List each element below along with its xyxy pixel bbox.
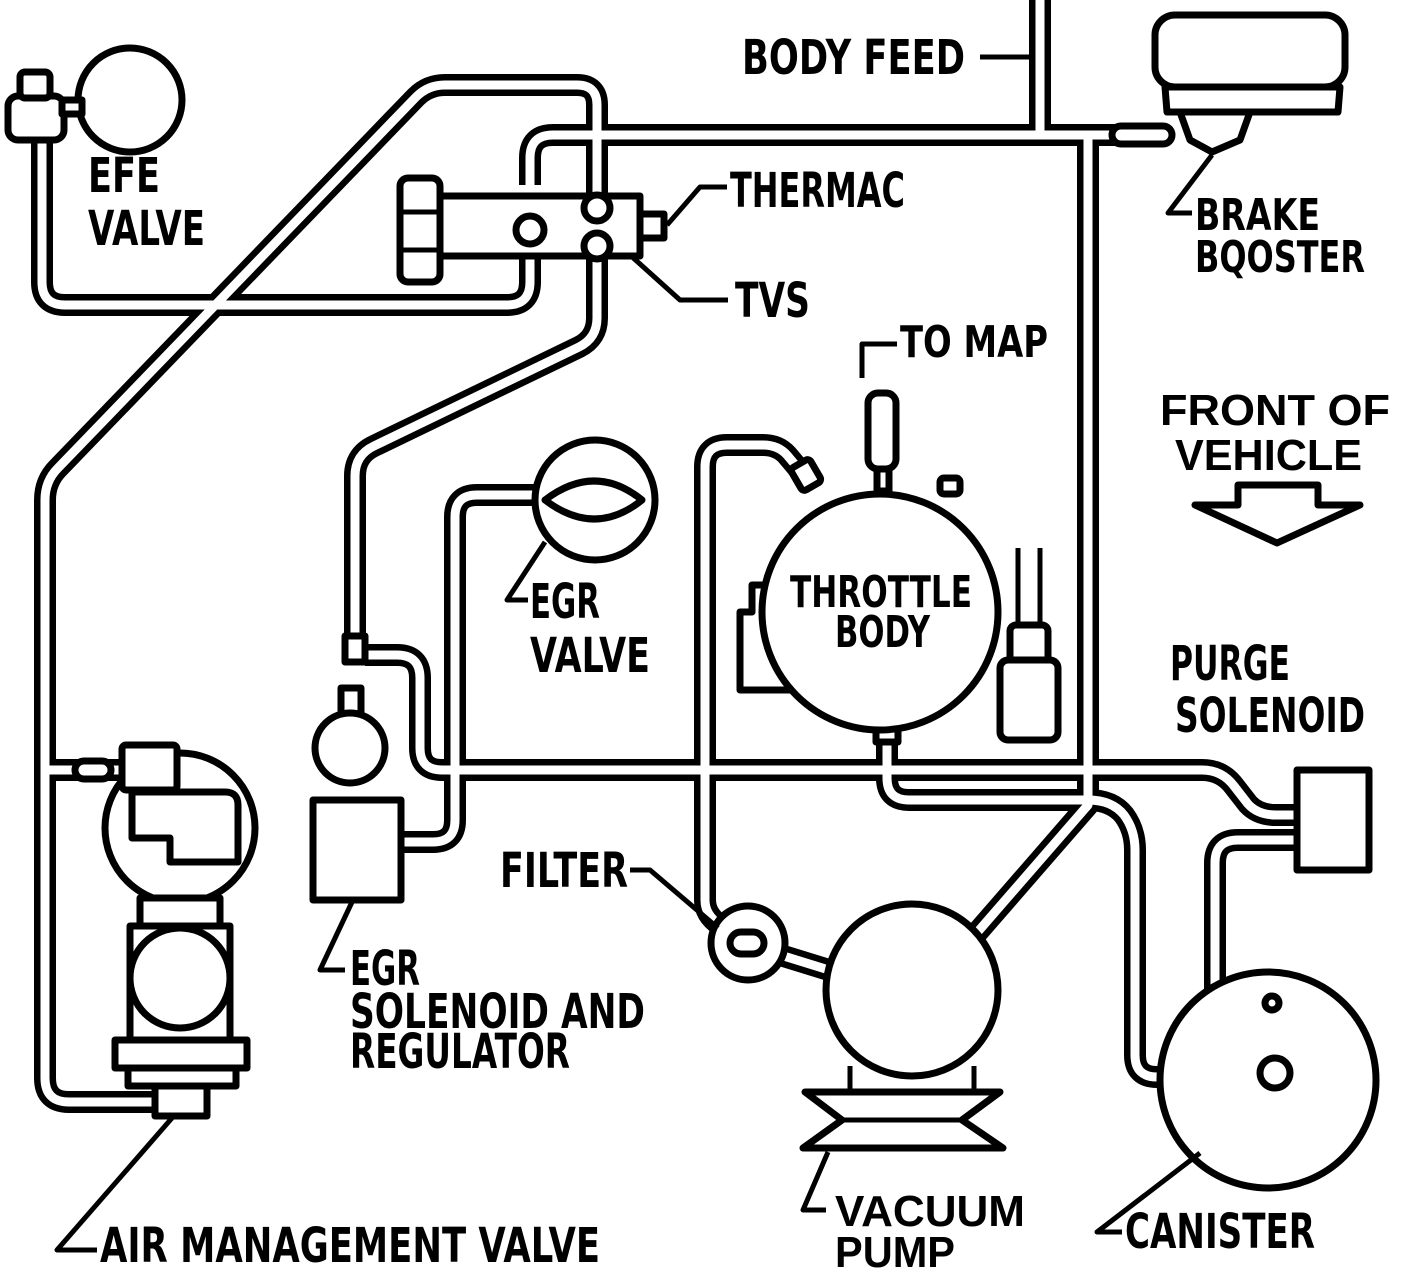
filter-element	[726, 928, 768, 958]
leader-tvs	[628, 253, 728, 303]
label-filter: FILTER	[500, 843, 628, 899]
leader-egr-valve	[504, 540, 548, 603]
vacuum-pump-body	[822, 900, 1002, 1080]
amv-top-block	[118, 741, 181, 794]
tvs-port-efe	[512, 212, 548, 248]
label-tvs: TVS	[735, 273, 810, 329]
egr-valve-diaphragm	[541, 477, 646, 523]
canister-port	[1256, 1054, 1294, 1092]
throttle-solenoid-pins	[1015, 548, 1043, 625]
efe-actuator	[4, 92, 68, 144]
label-egr-solenoid-line1: EGR	[350, 941, 420, 997]
tvs-port-bottom	[580, 229, 614, 263]
label-vacuum-pump-line2: PUMP	[835, 1228, 955, 1272]
label-front-of-vehicle-line1: FRONT OF	[1160, 386, 1390, 435]
egr-solenoid-connector	[341, 632, 369, 666]
label-egr-solenoid-line2: SOLENOID AND	[350, 984, 645, 1040]
purge-solenoid	[1293, 766, 1373, 874]
throttle-solenoid-body	[996, 656, 1062, 744]
hose-main-vertical	[966, 135, 1099, 943]
label-air-management-valve: AIR MANAGEMENT VALVE	[100, 1218, 600, 1272]
label-purge-solenoid-line1: PURGE	[1170, 636, 1290, 692]
filter	[707, 902, 789, 984]
label-efe-valve-line1: EFE	[88, 148, 160, 204]
amv-capsule	[71, 757, 115, 783]
canister-vent	[1261, 992, 1283, 1014]
brake-booster-body	[1151, 11, 1349, 91]
label-body-feed: BODY FEED	[742, 30, 965, 86]
throttle-ear-left	[787, 456, 825, 494]
thermac-nub	[636, 210, 668, 242]
leader-vacuum-pump	[800, 1151, 831, 1213]
leader-to-map	[859, 341, 897, 378]
label-egr-valve-line2: VALVE	[530, 628, 650, 684]
egr-solenoid-box	[309, 796, 405, 904]
label-egr-valve-line1: EGR	[530, 574, 600, 630]
to-map-fitting	[864, 389, 900, 473]
leader-canister	[1094, 1151, 1202, 1235]
leader-filter	[630, 867, 720, 930]
egr-regulator-dome	[311, 709, 389, 787]
amv-bottom-port	[151, 1082, 211, 1120]
amv-upper-inner	[128, 788, 242, 866]
brake-booster-band	[1161, 83, 1344, 116]
label-canister: CANISTER	[1125, 1204, 1315, 1260]
labels: BODY FEED EFE VALVE THERMAC TVS BRAKE BQ…	[88, 30, 1390, 1272]
front-arrow-icon	[1191, 481, 1364, 547]
leader-lines	[54, 54, 1214, 1253]
label-vacuum-pump-line1: VACUUM	[835, 1187, 1025, 1236]
air-management-valve	[71, 741, 259, 1120]
vacuum-pump	[799, 900, 1007, 1152]
tvs-hex-nut	[396, 174, 444, 286]
amv-lower-housing	[126, 924, 234, 1032]
throttle-body	[736, 389, 1062, 746]
label-egr-solenoid-line3: REGULATOR	[350, 1024, 570, 1080]
label-front-of-vehicle-line2: VEHICLE	[1175, 431, 1362, 480]
brake-booster-port	[1176, 108, 1254, 156]
label-throttle-body-line1: THROTTLE	[790, 567, 972, 618]
label-brake-booster-line2: BQOSTER	[1195, 232, 1365, 283]
leader-air-management-valve	[54, 1116, 174, 1253]
leader-egr-solenoid	[317, 900, 355, 973]
tvs-nut-faces	[400, 209, 440, 253]
label-thermac: THERMAC	[730, 163, 905, 219]
brake-booster-connector	[1108, 122, 1176, 148]
thermac-tvs-assembly	[396, 174, 668, 286]
brake-booster	[1108, 11, 1349, 156]
canister	[1156, 968, 1380, 1192]
egr-valve	[531, 436, 659, 564]
label-brake-booster-line1: BRAKE	[1195, 190, 1320, 241]
amv-base	[111, 1036, 251, 1072]
efe-actuator-cap	[16, 68, 54, 102]
label-throttle-body-line2: BODY	[835, 607, 931, 658]
amv-neck	[136, 894, 224, 930]
throttle-ear-right	[936, 474, 964, 498]
efe-valve	[4, 44, 186, 156]
efe-actuator-link	[58, 96, 86, 118]
throttle-body-housing	[758, 490, 1002, 734]
label-to-map: TO MAP	[900, 317, 1048, 368]
tvs-port-top	[580, 191, 614, 225]
leader-thermac	[665, 184, 727, 227]
egr-solenoid-regulator	[309, 632, 405, 904]
leader-brake-booster	[1165, 153, 1214, 216]
label-purge-solenoid-line2: SOLENOID	[1175, 688, 1365, 744]
label-efe-valve-line2: VALVE	[88, 201, 205, 257]
efe-valve-body	[74, 44, 186, 156]
